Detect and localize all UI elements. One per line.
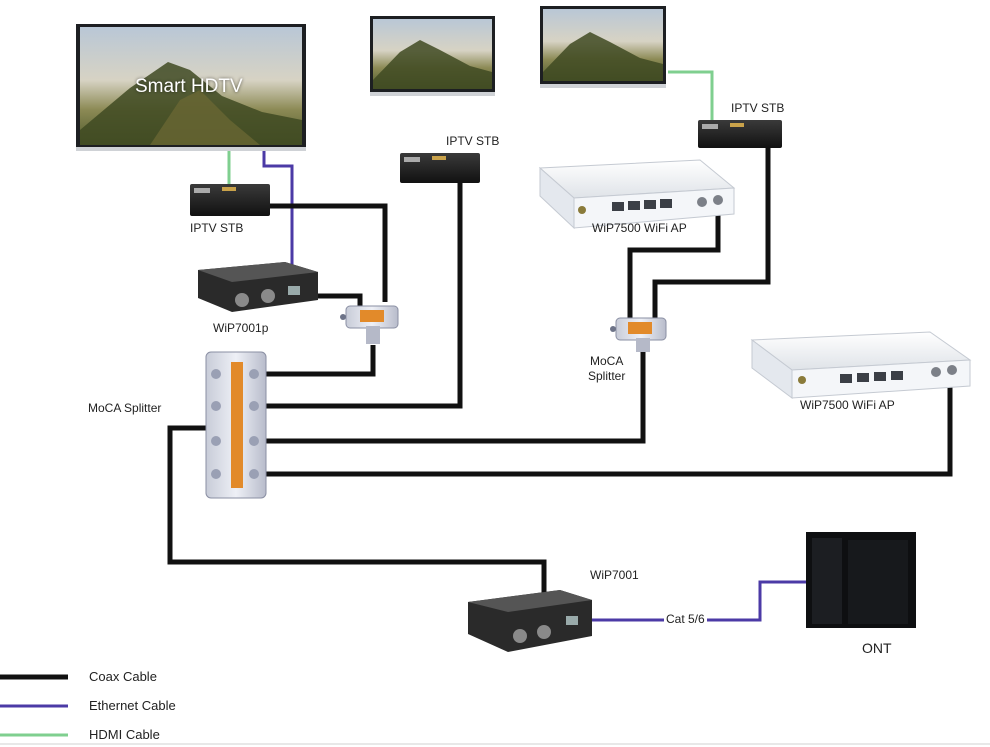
coax-cables <box>167 148 953 626</box>
wip7500-ap-2-label: WiP7500 WiFi AP <box>800 398 895 412</box>
iptv-stb-1 <box>190 184 270 216</box>
moca-splitter-main-label: MoCA Splitter <box>88 401 162 415</box>
iptv-stb-3-label: IPTV STB <box>731 101 785 115</box>
wip7500-ap-2 <box>750 331 972 399</box>
cat56-label: Cat 5/6 <box>664 612 707 626</box>
iptv-stb-3 <box>698 120 782 148</box>
smart-hdtv <box>76 24 306 151</box>
moca-splitter-2-label-line1: MoCA <box>590 354 624 368</box>
legend-label-hdmi: HDMI Cable <box>89 727 160 742</box>
ont-label: ONT <box>862 640 892 656</box>
moca-splitter-main <box>205 351 267 499</box>
moca-splitter-2-label-line2: Splitter <box>588 369 626 383</box>
legend-label-ethernet: Ethernet Cable <box>89 698 176 713</box>
iptv-stb-1-label: IPTV STB <box>190 221 244 235</box>
tv-2 <box>370 16 495 96</box>
legend-label-coax: Coax Cable <box>89 669 157 684</box>
tv-3 <box>540 6 666 88</box>
legend <box>0 674 68 737</box>
smart-hdtv-label: Smart HDTV <box>135 76 243 97</box>
hdmi-cables <box>227 70 714 184</box>
coax-splitter-small-1 <box>340 305 399 344</box>
ethernet-cables <box>262 150 806 622</box>
ont-device <box>806 532 916 628</box>
wip7500-ap-1 <box>538 159 736 230</box>
iptv-stb-2-label: IPTV STB <box>446 134 500 148</box>
wip7001-label: WiP7001 <box>590 568 639 582</box>
moca-splitter-2-label: MoCA Splitter <box>588 354 625 384</box>
moca-splitter-2 <box>610 317 667 352</box>
wip7001p-adapter <box>198 262 318 312</box>
wip7001-adapter <box>468 590 592 652</box>
wip7001p-label: WiP7001p <box>213 321 269 335</box>
wip7500-ap-1-label: WiP7500 WiFi AP <box>592 221 687 235</box>
iptv-stb-2 <box>400 153 480 183</box>
